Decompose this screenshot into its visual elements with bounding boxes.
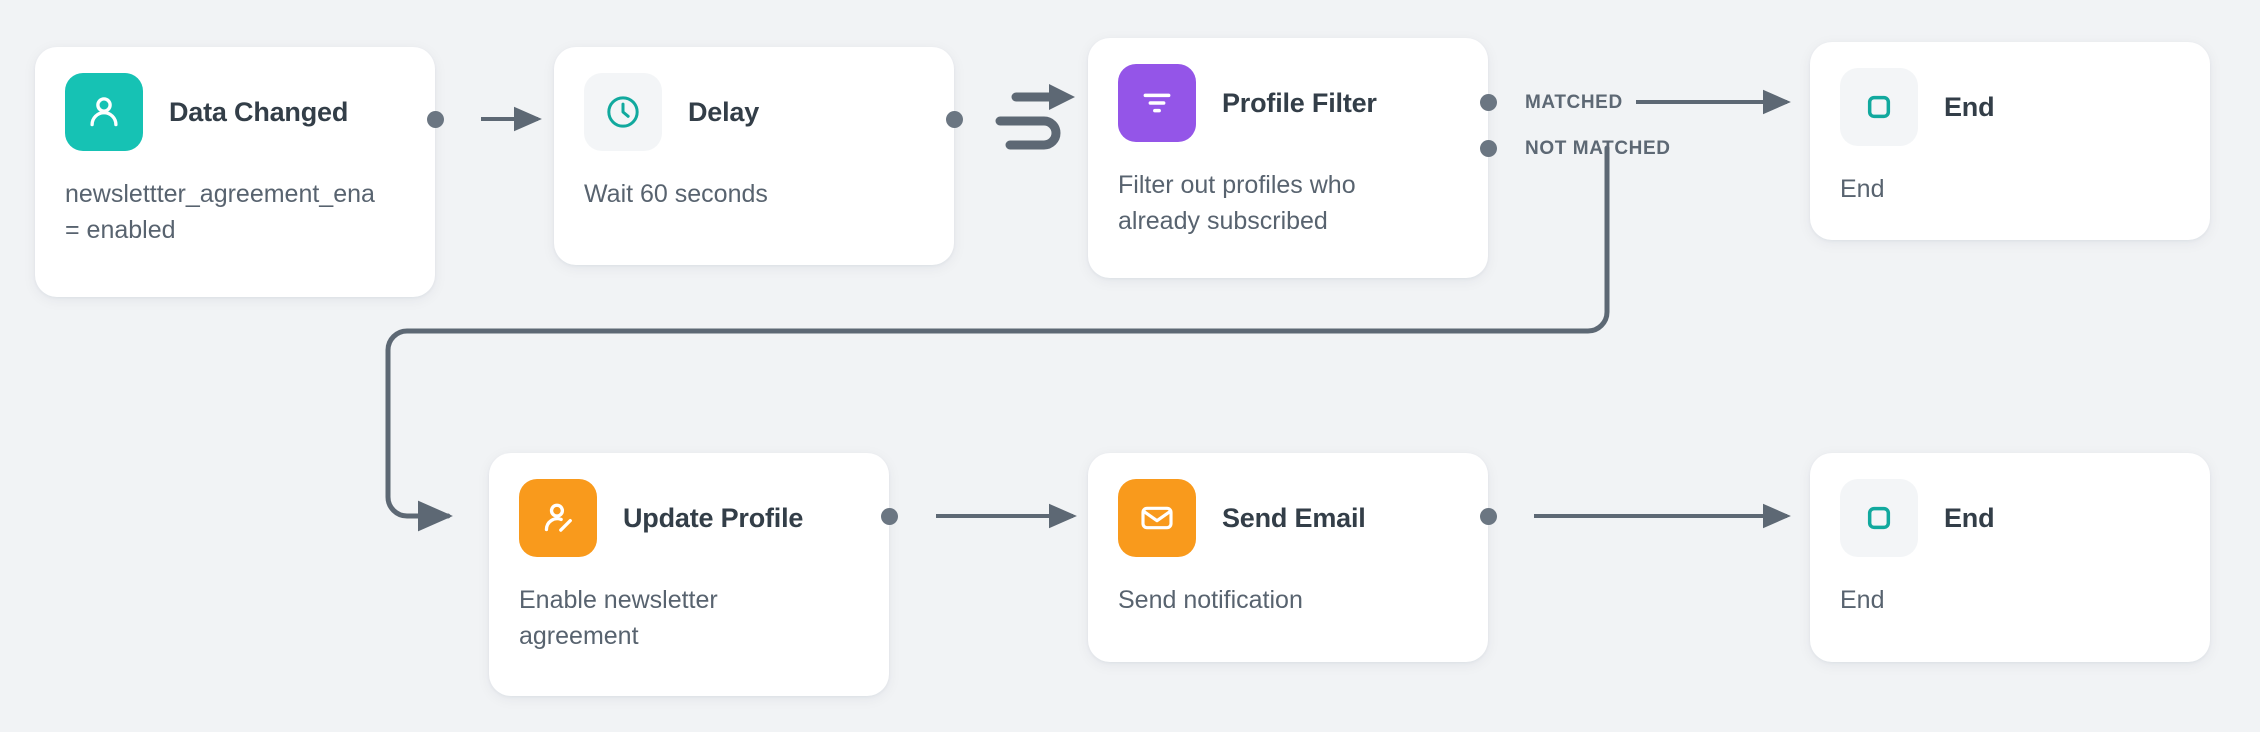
node-description: End (1840, 175, 1885, 203)
node-header: Data Changed (65, 73, 407, 151)
node-delay[interactable]: Delay Wait 60 seconds (554, 47, 954, 265)
node-header: Update Profile (519, 479, 861, 557)
node-header: End (1840, 68, 2182, 146)
stop-square-icon (1840, 68, 1918, 146)
node-title: End (1944, 91, 1995, 122)
output-port-update-profile[interactable] (881, 508, 898, 525)
node-end-top[interactable]: End End (1810, 42, 2210, 240)
node-title: End (1944, 502, 1995, 533)
clock-icon (584, 73, 662, 151)
node-description: Filter out profiles who already subscrib… (1118, 171, 1356, 235)
output-port-send-email[interactable] (1480, 508, 1497, 525)
connector-delay-to-profile-filter (995, 84, 1075, 150)
node-header: Delay (584, 73, 926, 151)
node-title: Profile Filter (1222, 87, 1377, 118)
node-end-bottom[interactable]: End End (1810, 453, 2210, 662)
node-description: End (1840, 586, 1885, 614)
branch-label-not-matched: NOT MATCHED (1525, 138, 1671, 159)
node-title: Update Profile (623, 502, 804, 533)
output-port-not-matched[interactable] (1480, 140, 1497, 157)
output-port-matched[interactable] (1480, 94, 1497, 111)
stop-square-icon (1840, 479, 1918, 557)
node-description: Wait 60 seconds (584, 180, 768, 208)
node-send-email[interactable]: Send Email Send notification (1088, 453, 1488, 662)
user-icon (65, 73, 143, 151)
node-header: Profile Filter (1118, 64, 1460, 142)
branch-label-matched: MATCHED (1525, 92, 1623, 113)
filter-icon (1118, 64, 1196, 142)
node-update-profile[interactable]: Update Profile Enable newsletter agreeme… (489, 453, 889, 696)
node-header: End (1840, 479, 2182, 557)
user-edit-icon (519, 479, 597, 557)
output-port-data-changed[interactable] (427, 111, 444, 128)
node-title: Delay (688, 96, 760, 127)
node-header: Send Email (1118, 479, 1460, 557)
envelope-icon (1118, 479, 1196, 557)
output-port-delay[interactable] (946, 111, 963, 128)
node-data-changed[interactable]: Data Changed newslettter_agreement_ena =… (35, 47, 435, 297)
node-title: Send Email (1222, 502, 1366, 533)
node-description: Enable newsletter agreement (519, 586, 718, 650)
node-title: Data Changed (169, 96, 349, 127)
node-description: Send notification (1118, 586, 1303, 614)
node-description: newslettter_agreement_ena = enabled (65, 180, 375, 244)
node-profile-filter[interactable]: Profile Filter Filter out profiles who a… (1088, 38, 1488, 278)
